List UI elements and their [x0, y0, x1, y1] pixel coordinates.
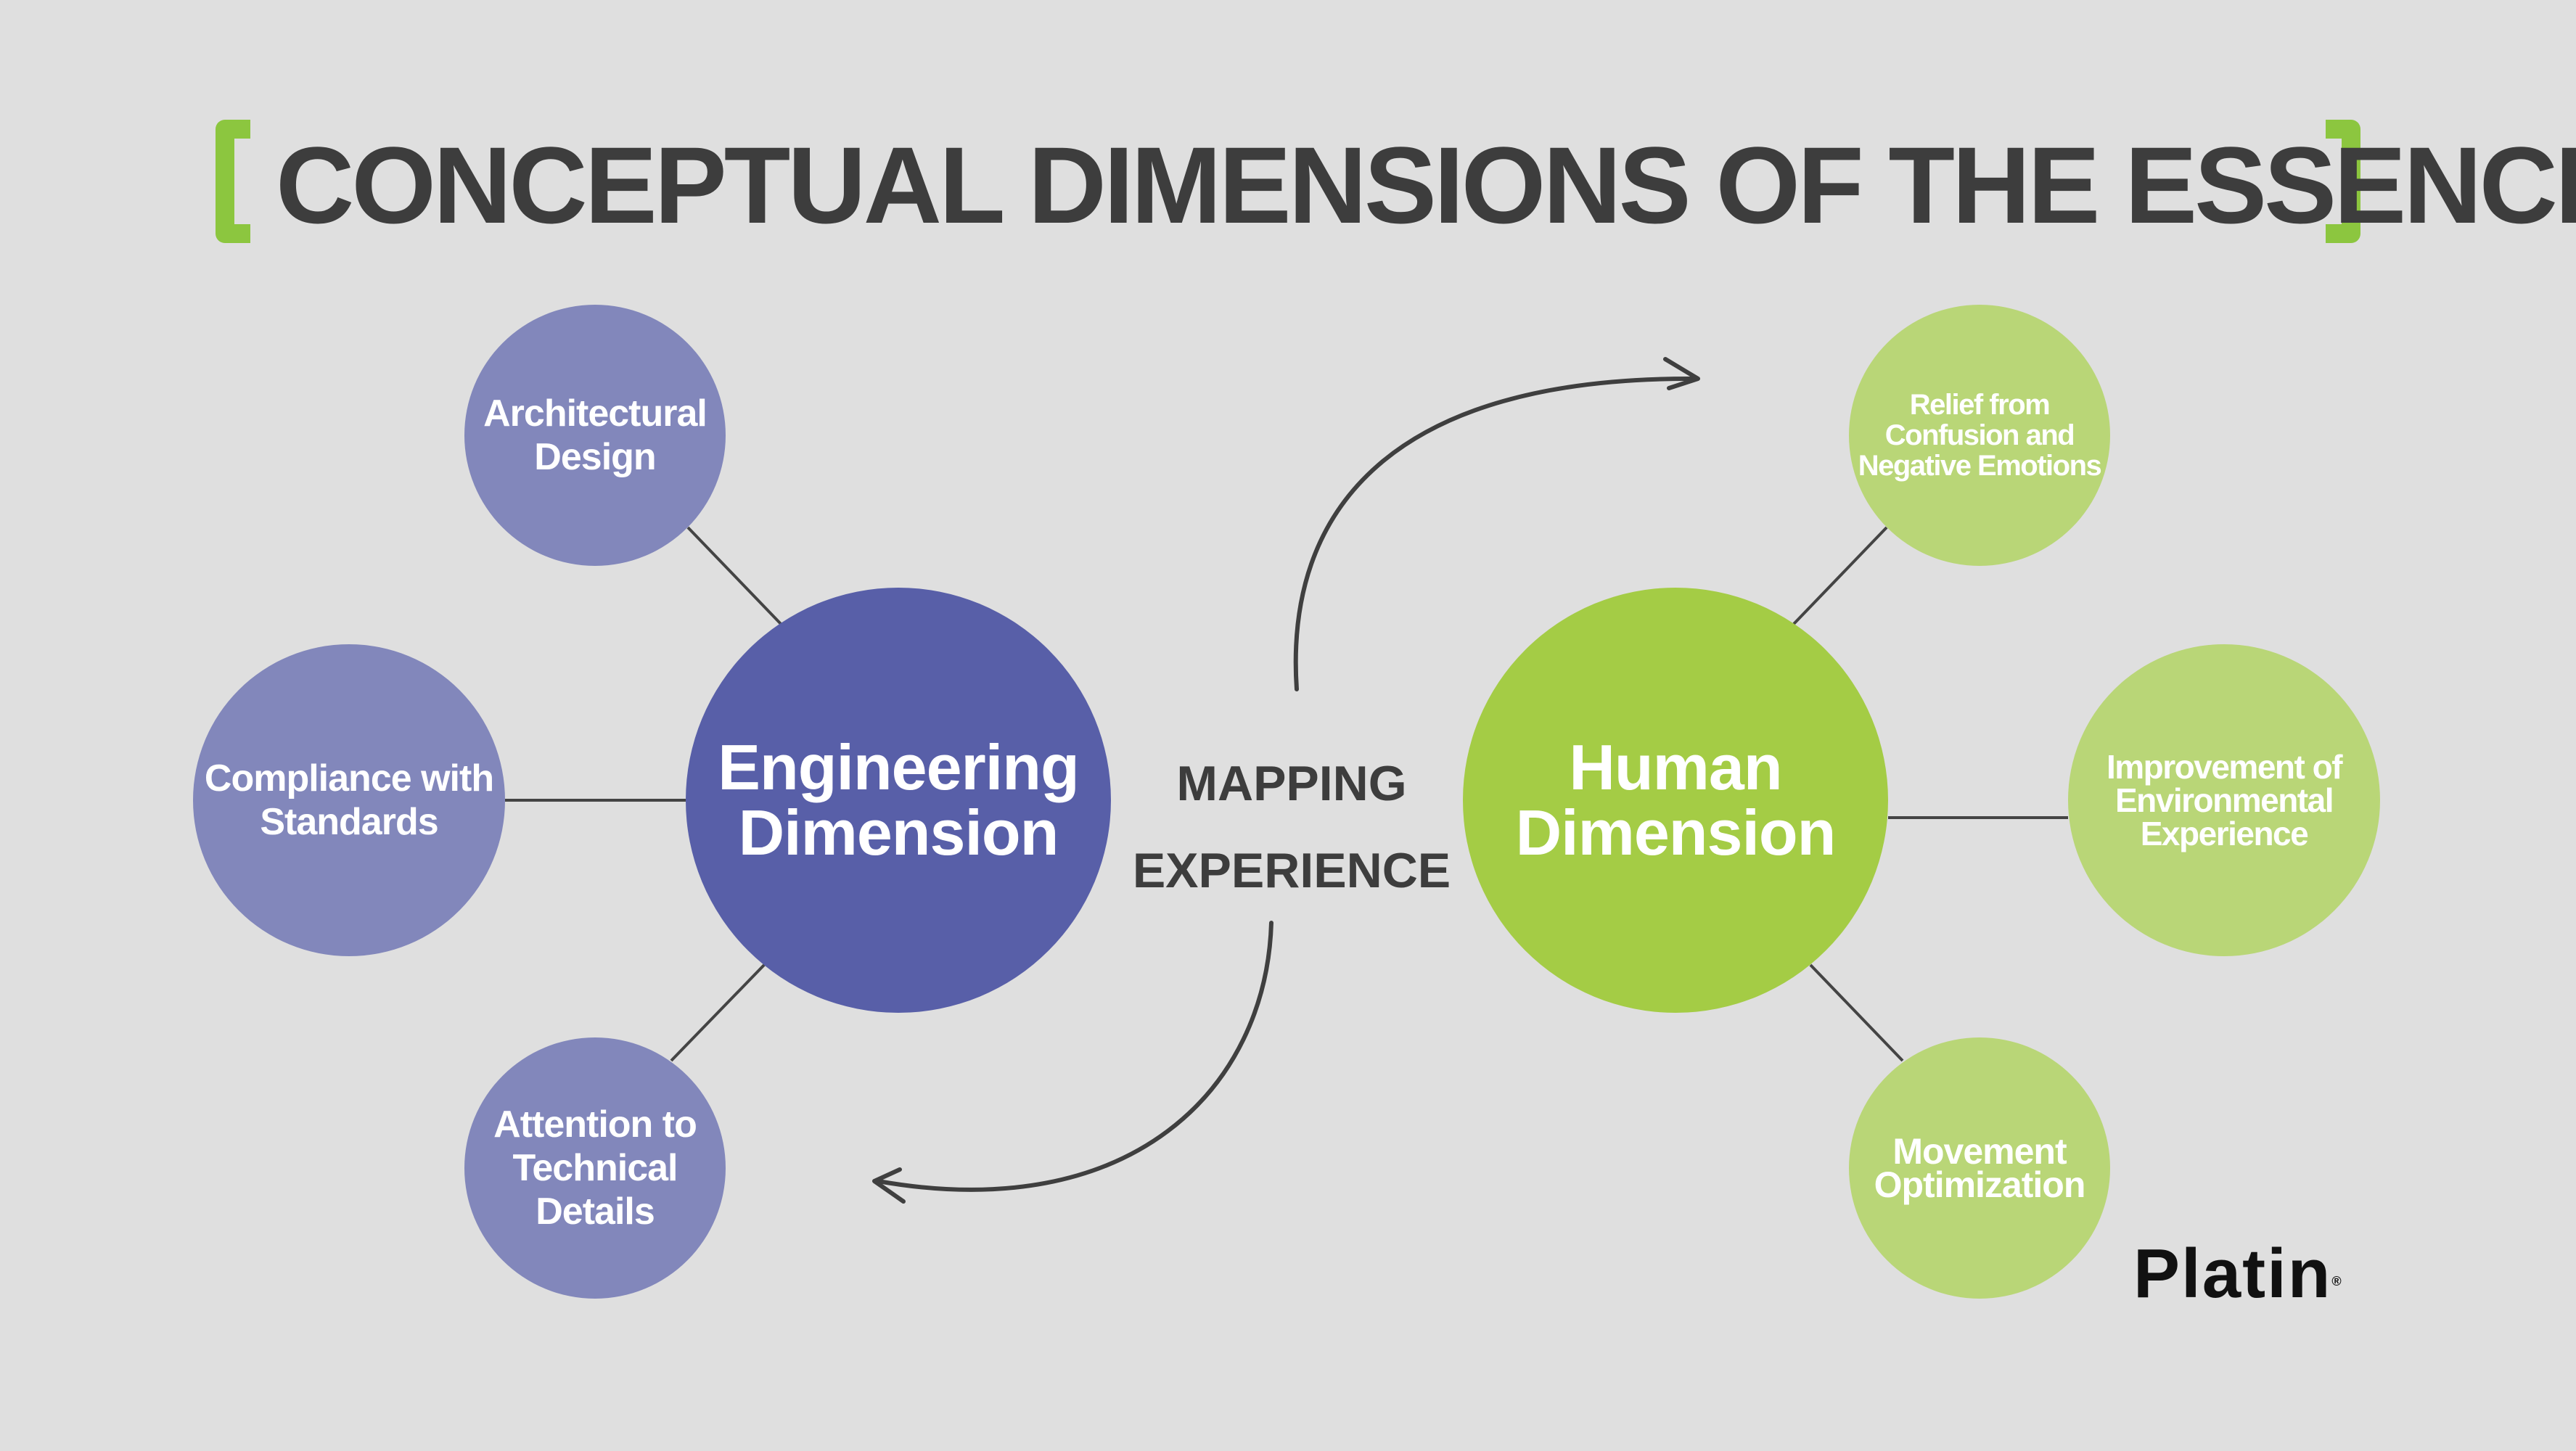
- environmental-experience-label: Improvement of Environmental Experience: [2106, 748, 2343, 852]
- connector-move: [1809, 963, 1904, 1062]
- human-dimension-node: Human Dimension: [1463, 588, 1888, 1013]
- arrow-to-human-icon: [1293, 376, 1697, 691]
- left-bracket-icon: [216, 120, 250, 243]
- human-dimension-label: Human Dimension: [1515, 731, 1837, 868]
- environmental-experience-node: Improvement of Environmental Experience: [2068, 644, 2380, 956]
- mapping-experience-label: MAPPING EXPERIENCE: [1132, 756, 1451, 898]
- technical-details-node: Attention to Technical Details: [464, 1037, 726, 1299]
- movement-optimization-label: Movement Optimization: [1874, 1131, 2086, 1205]
- connector-arch: [686, 526, 784, 627]
- registered-mark-icon: ®: [2331, 1274, 2343, 1288]
- relief-label: Relief from Confusion and Negative Emoti…: [1858, 389, 2102, 482]
- platin-logo: Platin®: [2133, 1238, 2373, 1310]
- technical-details-label: Attention to Technical Details: [493, 1103, 697, 1233]
- engineering-dimension-label: Engineering Dimension: [718, 731, 1079, 868]
- architectural-design-label: Architectural Design: [483, 392, 707, 478]
- arrow-to-human-head-icon: [1663, 357, 1700, 390]
- engineering-dimension-node: Engineering Dimension: [686, 588, 1111, 1013]
- right-bracket-icon: [2326, 120, 2360, 243]
- compliance-standards-node: Compliance with Standards: [193, 644, 505, 956]
- arrow-to-engineering-head-icon: [872, 1167, 906, 1204]
- arrow-to-engineering-icon: [876, 921, 1273, 1192]
- logo-text: Platin: [2133, 1235, 2332, 1312]
- connector-att: [670, 962, 767, 1062]
- relief-node: Relief from Confusion and Negative Emoti…: [1849, 305, 2110, 566]
- compliance-standards-label: Compliance with Standards: [204, 757, 494, 843]
- movement-optimization-node: Movement Optimization: [1849, 1037, 2110, 1299]
- architectural-design-node: Architectural Design: [464, 305, 726, 566]
- connector-relief: [1792, 526, 1888, 625]
- page-title: CONCEPTUAL DIMENSIONS OF THE ESSENCE: [276, 124, 2576, 246]
